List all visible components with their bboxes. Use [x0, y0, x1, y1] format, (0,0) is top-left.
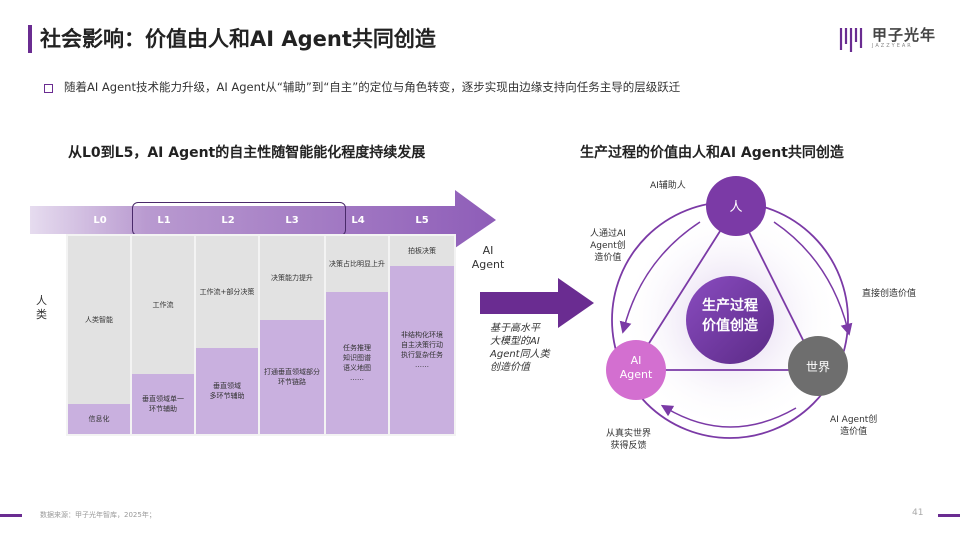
label-ai-create: AI Agent创 造价值 [830, 415, 878, 437]
arrow-caption: 基于高水平 大模型的AI Agent同人类 创造价值 [490, 323, 550, 373]
agent-cell-l5: 非结构化环境 自主决策行动 执行复杂任务 …… [390, 266, 454, 434]
human-node [706, 176, 766, 236]
human-axis-label: 人 类 [36, 294, 47, 321]
level-label-l4: L4 [351, 214, 365, 226]
level-arrow [30, 190, 496, 248]
title-accent-bar [28, 25, 32, 53]
page-number: 41 [912, 508, 924, 518]
agent-node [606, 340, 666, 400]
logo-text: 甲子光年 [872, 26, 937, 44]
agent-cell-l1: 垂直领域单一 环节辅助 [132, 374, 194, 434]
human-cell-l5: 拍板决策 [390, 236, 454, 266]
footer-right-bar [938, 514, 960, 517]
agent-cell-l4: 任务推理 知识图谱 语义地图 …… [326, 292, 388, 434]
value-cycle-diagram [606, 176, 853, 439]
data-source: 数据来源：甲子光年智库，2025年； [40, 511, 156, 519]
agent-cell-l0: 信息化 [68, 404, 130, 434]
level-label-l3: L3 [285, 214, 299, 226]
middle-arrow [480, 278, 594, 328]
logo-icon [839, 28, 863, 52]
world-node-label: 世界 [805, 360, 830, 374]
world-node [788, 336, 848, 396]
left-section-title: 从L0到L5，AI Agent的自主性随智能能化程度持续发展 [68, 145, 426, 161]
logo-subtext: JAZZYEAR [872, 43, 913, 49]
agent-cell-l3: 打通垂直领域部分 环节链路 [260, 320, 324, 434]
level-label-l0: L0 [93, 214, 107, 226]
human-cell-l0: 人类智能 [68, 236, 130, 404]
human-cell-l4: 决策占比明显上升 [326, 236, 388, 292]
level-label-l1: L1 [157, 214, 171, 226]
human-cell-l3: 决策能力提升 [260, 236, 324, 320]
human-node-label: 人 [729, 200, 743, 215]
page-title: 社会影响：价值由人和AI Agent共同创造 [40, 27, 436, 51]
label-human-via-ai: 人通过AI Agent创 造价值 [590, 229, 626, 263]
bullet-square-icon [44, 84, 53, 93]
level-label-l2: L2 [221, 214, 235, 226]
center-value-text: 生产过程 价值创造 [702, 298, 758, 334]
footer-left-bar [0, 514, 22, 517]
label-direct-value: 直接创造价值 [862, 289, 917, 299]
human-cell-l1: 工作流 [132, 236, 194, 374]
level-label-l5: L5 [415, 214, 429, 226]
subtitle-text: 随着AI Agent技术能力升级，AI Agent从“辅助”到“自主”的定位与角… [64, 80, 681, 94]
agent-cell-l2: 垂直领域 多环节辅助 [196, 348, 258, 434]
label-ai-assist: AI辅助人 [650, 181, 686, 191]
agent-node-label: AI Agent [619, 354, 653, 381]
highlight-frame [132, 202, 346, 236]
right-section-title: 生产过程的价值由人和AI Agent共同创造 [580, 145, 844, 161]
label-feedback: 从真实世界 获得反馈 [606, 429, 652, 451]
human-cell-l2: 工作流+部分决策 [196, 236, 258, 348]
agent-axis-label: AI Agent [471, 244, 505, 271]
